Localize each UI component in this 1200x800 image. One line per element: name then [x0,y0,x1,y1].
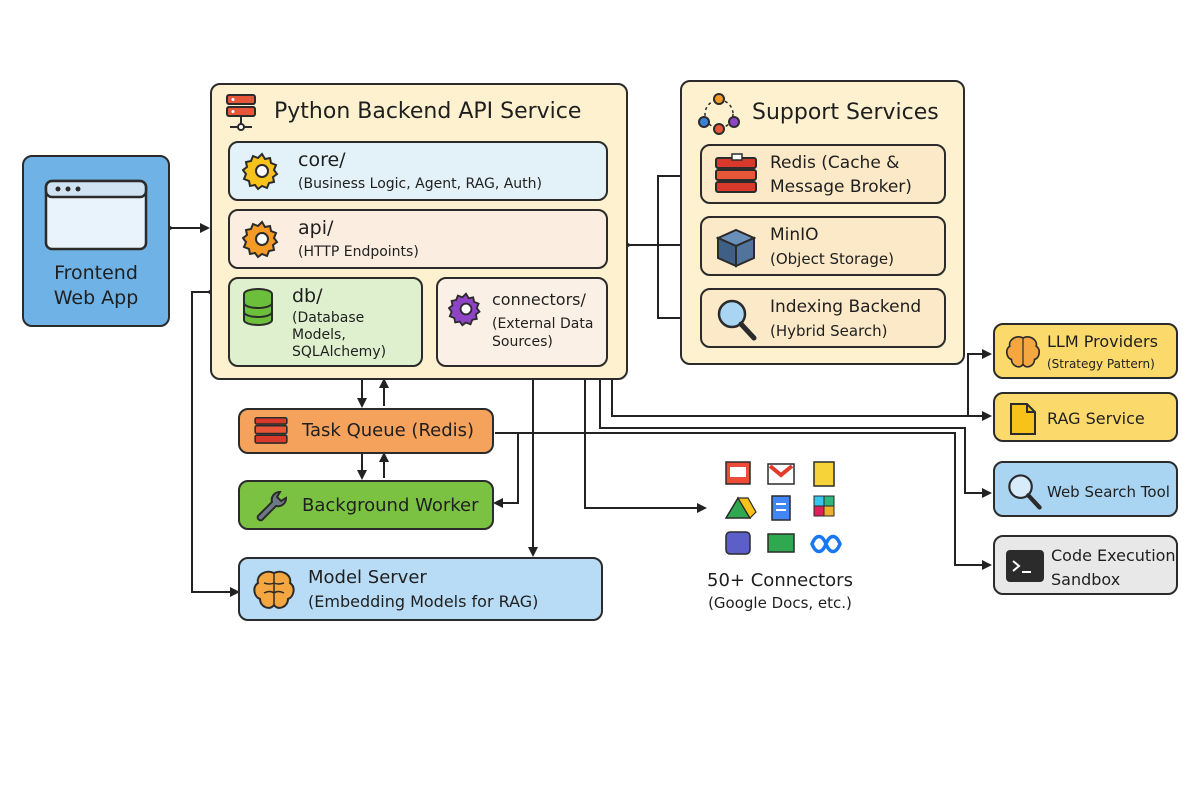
llm-providers[interactable]: LLM Providers (Strategy Pattern) [993,323,1178,379]
connectors-module[interactable]: connectors/ (External Data Sources) [436,277,608,367]
server-icon [226,94,256,131]
redis-line1: Redis (Cache & [770,153,900,173]
magnifier-icon [717,299,757,341]
model-server-line2: (Embedding Models for RAG) [308,592,539,611]
gear-icon [242,152,279,191]
indexing-backend[interactable]: Indexing Backend (Hybrid Search) [700,288,946,348]
brain-icon [253,570,295,609]
indexing-line2: (Hybrid Search) [770,322,888,340]
browser-window-icon [44,179,148,251]
keep-icon [813,461,835,487]
connector-app-icons [724,461,842,555]
connectors-desc-line2: Sources) [492,334,553,350]
meta-icon [810,534,842,554]
docs-icon [771,495,791,521]
db-desc-line2: Models, [292,327,346,343]
api-name: api/ [298,217,334,239]
backend-title: Python Backend API Service [274,99,582,124]
python-backend-api-service[interactable]: Python Backend API Service core/ (Busine… [210,83,628,380]
redis-line2: Message Broker) [770,177,912,197]
model-server-line1: Model Server [308,567,427,588]
minio-line1: MinIO [770,225,819,245]
code-execution-sandbox[interactable]: Code Execution Sandbox [993,535,1178,595]
core-module[interactable]: core/ (Business Logic, Agent, RAG, Auth) [228,141,608,201]
code-exec-line2: Sandbox [1051,570,1121,589]
llm-line1: LLM Providers [1047,332,1158,351]
arrow-backend-connectors [580,372,707,513]
wrench-icon [256,491,287,522]
db-desc-line3: SQLAlchemy) [292,344,387,360]
gear-icon [448,292,481,327]
storage-box-icon [715,228,757,268]
model-server[interactable]: Model Server (Embedding Models for RAG) [238,557,603,621]
support-services[interactable]: Support Services Redis (Cache & Message … [680,80,965,365]
database-icon [243,288,273,326]
background-worker[interactable]: Background Worker [238,480,494,530]
frontend-label-line1: Frontend [54,262,138,284]
web-search-label: Web Search Tool [1047,483,1170,501]
arrow-to-worker [493,433,519,508]
code-exec-line1: Code Execution [1051,546,1176,565]
indexing-line1: Indexing Backend [770,297,922,317]
core-desc: (Business Logic, Agent, RAG, Auth) [298,176,542,192]
llm-line2: (Strategy Pattern) [1047,357,1155,371]
api-desc: (HTTP Endpoints) [298,244,419,260]
web-search-tool[interactable]: Web Search Tool [993,461,1178,517]
connectors-desc-line1: (External Data [492,316,594,332]
connectors-name: connectors/ [492,290,586,309]
slack-icon-a [813,495,825,507]
frontend-label-line2: Web App [53,287,139,309]
minio-line2: (Object Storage) [770,250,895,268]
connectors-cluster-line2: (Google Docs, etc.) [708,594,852,612]
redis-stack-icon [715,153,757,193]
frontend-web-app[interactable]: Frontend Web App [22,155,170,327]
network-icon [698,93,740,135]
terminal-icon [1006,550,1044,582]
rag-label: RAG Service [1047,409,1145,428]
redis-stack-icon [254,416,288,444]
document-icon [1010,403,1036,435]
gear-icon [242,220,279,259]
connector-icons-cluster [718,458,848,560]
db-desc-line1: (Database [292,310,365,326]
chat-icon [767,533,795,553]
db-name: db/ [292,285,323,307]
core-name: core/ [298,149,346,171]
connectors-cluster-line1: 50+ Connectors [707,570,853,591]
brain-icon [1005,336,1041,368]
api-module[interactable]: api/ (HTTP Endpoints) [228,209,608,269]
teams-icon [725,531,751,555]
task-queue-label: Task Queue (Redis) [302,420,475,441]
magnifier-icon [1008,474,1042,510]
task-queue-redis[interactable]: Task Queue (Redis) [238,408,494,454]
support-title: Support Services [752,100,939,125]
background-worker-label: Background Worker [302,495,479,516]
redis-cache-broker[interactable]: Redis (Cache & Message Broker) [700,144,946,204]
db-module[interactable]: db/ (Database Models, SQLAlchemy) [228,277,423,367]
minio-object-storage[interactable]: MinIO (Object Storage) [700,216,946,276]
rag-service[interactable]: RAG Service [993,392,1178,442]
